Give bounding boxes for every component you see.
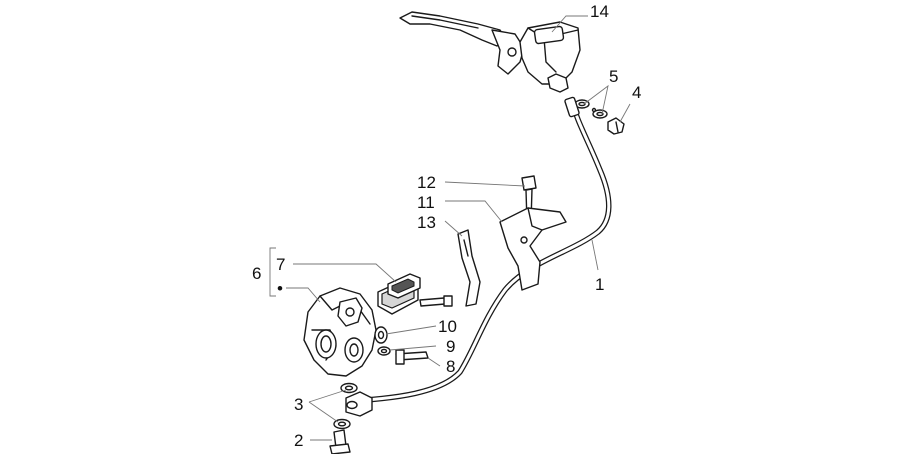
callout-6: 6 — [252, 264, 261, 283]
leader-lines — [269, 15, 631, 441]
callout-labels: 1 2 3 4 5 6 7 • 8 9 10 11 12 13 14 — [252, 2, 641, 450]
callout-3: 3 — [294, 395, 303, 414]
support-plate — [457, 229, 481, 307]
callout-14: 14 — [590, 2, 609, 21]
pad-pin — [419, 295, 453, 307]
callout-7: 7 — [276, 255, 285, 274]
hose-bracket — [499, 207, 567, 291]
brake-pads — [377, 273, 421, 315]
callout-13: 13 — [417, 213, 436, 232]
lower-banjo-bolt — [329, 429, 351, 454]
brake-caliper — [303, 287, 377, 377]
callout-12: 12 — [417, 173, 436, 192]
bracket-bullet: • — [277, 279, 283, 298]
callout-1: 1 — [595, 275, 604, 294]
callout-10: 10 — [438, 317, 457, 336]
callout-11: 11 — [417, 193, 435, 212]
callout-9: 9 — [446, 337, 455, 356]
brake-lever-master-cylinder — [399, 11, 581, 93]
upper-washers — [574, 99, 608, 119]
callout-5: 5 — [609, 67, 618, 86]
caliper-washer-small — [377, 346, 391, 356]
caliper-washer-large — [374, 326, 388, 344]
caliper-fixing-screw — [395, 349, 429, 365]
callout-2: 2 — [294, 431, 303, 450]
callout-8: 8 — [446, 357, 455, 376]
callout-4: 4 — [632, 83, 641, 102]
brake-hose — [345, 96, 612, 417]
